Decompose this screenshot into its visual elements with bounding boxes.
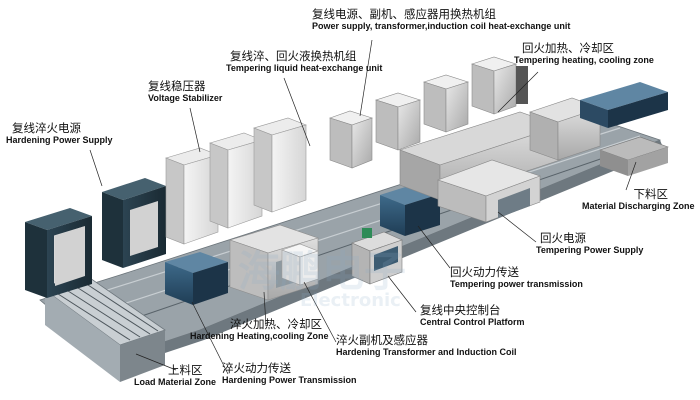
heat-exchange-tanks bbox=[329, 56, 528, 169]
label-en: Hardening Power Supply bbox=[6, 135, 113, 146]
label-cn: 淬火副机及感应器 bbox=[336, 333, 428, 347]
label-cn: 下料区 bbox=[633, 187, 669, 201]
voltage-stabilizer-cabinets bbox=[165, 117, 307, 245]
watermark-text-en: Electronic bbox=[300, 290, 401, 311]
label-cn: 回火电源 bbox=[540, 231, 586, 245]
label-hardening-power-transmission: 淬火动力传送 Hardening Power Transmission bbox=[222, 361, 357, 386]
label-en: Hardening Heating,cooling Zone bbox=[190, 331, 329, 342]
label-en: Hardening Transformer and Induction Coil bbox=[336, 347, 517, 358]
label-en: Power supply, transformer,induction coil… bbox=[312, 21, 571, 32]
label-hardening-transformer: 淬火副机及感应器 Hardening Transformer and Induc… bbox=[336, 333, 517, 358]
label-en: Tempering power transmission bbox=[450, 279, 583, 290]
label-cn: 回火动力传送 bbox=[450, 265, 519, 279]
label-cn: 复线稳压器 bbox=[148, 79, 206, 93]
central-control-console bbox=[351, 228, 403, 285]
hardening-transformer-box bbox=[281, 243, 319, 286]
label-en: Central Control Platform bbox=[420, 317, 525, 328]
label-hardening-power-supply: 复线淬火电源 Hardening Power Supply bbox=[6, 121, 113, 146]
label-cn: 复线中央控制台 bbox=[420, 303, 501, 317]
label-power-supply-transformer: 复线电源、副机、感应器用换热机组 Power supply, transform… bbox=[312, 7, 571, 32]
label-cn: 淬火加热、冷却区 bbox=[230, 317, 322, 331]
leader-lines bbox=[89, 39, 637, 375]
label-tempering-power-transmission: 回火动力传送 Tempering power transmission bbox=[450, 265, 583, 290]
label-cn: 淬火动力传送 bbox=[222, 361, 291, 375]
material-discharging-station bbox=[580, 82, 669, 176]
watermark-text-cn: 海鹏电子 bbox=[238, 247, 407, 296]
label-en: Voltage Stabilizer bbox=[148, 93, 223, 104]
label-cn: 回火加热、冷却区 bbox=[522, 41, 614, 55]
hardening-power-cabinets bbox=[25, 178, 166, 298]
label-tempering-power-supply: 回火电源 Tempering Power Supply bbox=[536, 231, 644, 256]
label-tempering-heating-cooling: 回火加热、冷却区 Tempering heating, cooling zone bbox=[514, 41, 654, 66]
hardening-transmission-unit bbox=[165, 252, 228, 305]
label-en: Hardening Power Transmission bbox=[222, 375, 357, 386]
label-voltage-stabilizer: 复线稳压器 Voltage Stabilizer bbox=[148, 79, 223, 104]
label-en: Load Material Zone bbox=[134, 377, 217, 388]
label-cn: 复线淬火电源 bbox=[12, 121, 81, 135]
label-material-discharging: 下料区 Material Discharging Zone bbox=[582, 187, 695, 212]
label-en: Material Discharging Zone bbox=[582, 201, 695, 212]
label-cn: 上料区 bbox=[168, 363, 203, 377]
label-cn: 复线电源、副机、感应器用换热机组 bbox=[312, 7, 496, 21]
label-hardening-heating-cooling: 淬火加热、冷却区 Hardening Heating,cooling Zone bbox=[190, 317, 329, 342]
label-en: Tempering liquid heat-exchange unit bbox=[226, 63, 383, 74]
load-material-station bbox=[44, 277, 166, 382]
label-load-material: 上料区 Load Material Zone bbox=[134, 363, 217, 388]
label-central-control: 复线中央控制台 Central Control Platform bbox=[420, 303, 525, 328]
label-en: Tempering Power Supply bbox=[536, 245, 644, 256]
tempering-transmission-unit bbox=[380, 184, 440, 236]
label-quench-temper-liquid: 复线淬、回火液换热机组 Tempering liquid heat-exchan… bbox=[226, 49, 383, 74]
label-cn: 复线淬、回火液换热机组 bbox=[230, 49, 357, 63]
label-en: Tempering heating, cooling zone bbox=[514, 55, 654, 66]
